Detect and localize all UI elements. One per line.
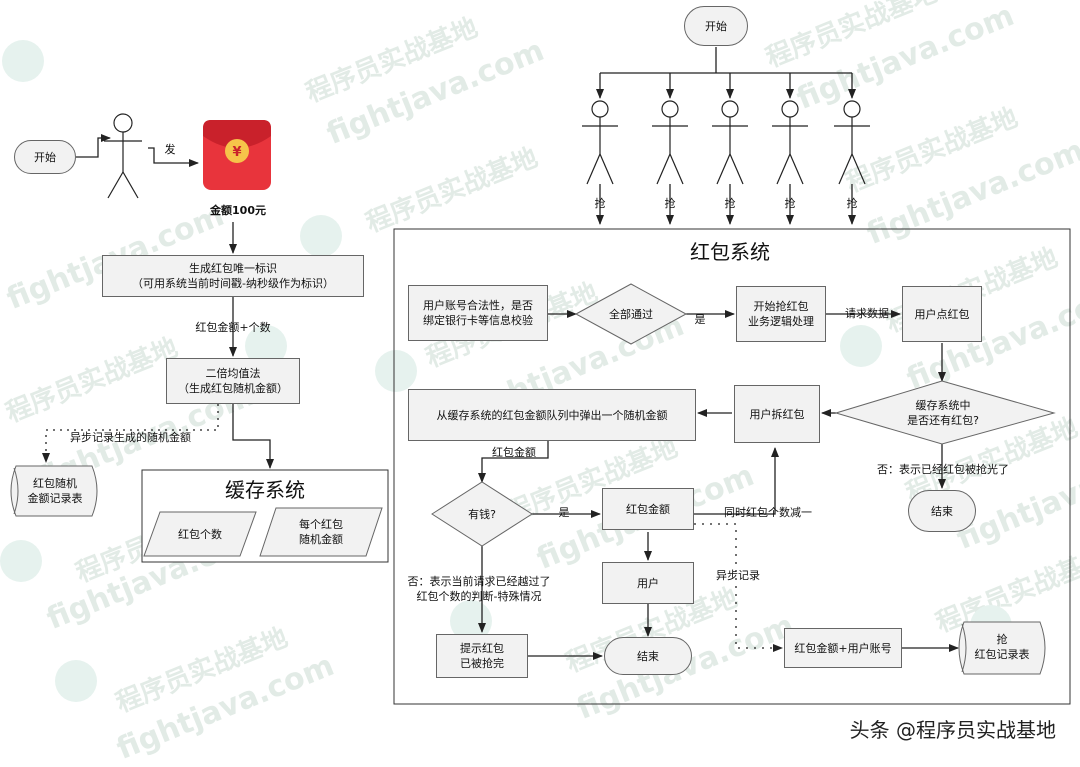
cache-amounts-label: 每个红包 随机金额 <box>299 518 343 546</box>
red-envelope-system-title: 红包系统 <box>690 240 770 264</box>
actor-icons <box>104 100 870 199</box>
record-table-label: 红包随机 金额记录表 <box>27 477 83 505</box>
no-exceeded-label: 否：表示当前请求已经越过了 红包个数的判断-特殊情况 <box>407 575 551 603</box>
all-pass-diamond <box>574 283 688 345</box>
end-1: 结束 <box>908 490 976 532</box>
generate-id-box: 生成红包唯一标识 （可用系统当前时间戳-纳秒级作为标识） <box>102 255 364 297</box>
pop-amount-box: 从缓存系统的红包金额队列中弹出一个随机金额 <box>408 389 696 441</box>
user-box: 用户 <box>602 562 694 604</box>
grab-label: 抢 <box>664 197 676 210</box>
grab-label: 抢 <box>846 197 858 210</box>
grab-record-table-shape <box>958 621 1046 675</box>
has-money-label: 有钱? <box>468 507 496 521</box>
cache-count-shape <box>143 511 257 557</box>
amount-label: 金额100元 <box>210 204 266 217</box>
footer-credit: 头条 @程序员实战基地 <box>849 718 1056 742</box>
cache-has-label: 缓存系统中 是否还有红包? <box>907 399 979 427</box>
amount-box: 红包金额 <box>602 488 694 530</box>
person-icon <box>582 100 618 185</box>
cache-amounts-shape <box>259 507 383 557</box>
person-icon <box>652 100 688 185</box>
user-open-box: 用户拆红包 <box>734 385 820 443</box>
end-2: 结束 <box>604 637 692 675</box>
no-grabbed-label: 否：表示已经红包被抢光了 <box>877 463 1009 476</box>
person-icon <box>834 100 870 185</box>
red-envelope-icon: ¥ <box>203 120 271 190</box>
decrement-label: 同时红包个数减一 <box>724 506 812 519</box>
yes-label: 是 <box>694 313 706 326</box>
cache-system-title: 缓存系统 <box>225 478 305 502</box>
notify-empty-box: 提示红包 已被抢完 <box>436 634 528 678</box>
start-grab-box: 开始抢红包 业务逻辑处理 <box>736 286 826 342</box>
left-start: 开始 <box>14 140 76 174</box>
cache-has-diamond <box>834 380 1056 445</box>
amount-flow-label: 红包金额 <box>492 446 536 459</box>
person-icon <box>712 100 748 185</box>
record-table-shape <box>10 465 98 517</box>
grab-label: 抢 <box>724 197 736 210</box>
cache-count-label: 红包个数 <box>178 527 222 541</box>
send-label: 发 <box>164 143 176 156</box>
grab-record-table-label: 抢 红包记录表 <box>974 633 1030 661</box>
grab-label: 抢 <box>784 197 796 210</box>
all-pass-label: 全部通过 <box>609 307 653 321</box>
user-click-box: 用户点红包 <box>902 286 982 342</box>
async-record-label-right: 异步记录 <box>716 569 760 582</box>
validate-box: 用户账号合法性，是否 绑定银行卡等信息校验 <box>408 285 548 341</box>
grab-label: 抢 <box>594 197 606 210</box>
async-record-label: 异步记录生成的随机金额 <box>70 431 191 444</box>
red-envelope-system-container <box>393 228 1071 705</box>
request-data-label: 请求数据 <box>845 307 889 320</box>
person-icon <box>104 113 142 199</box>
yes-label: 是 <box>558 506 570 519</box>
svg-text:¥: ¥ <box>232 145 241 160</box>
amount-account-box: 红包金额+用户账号 <box>784 628 902 668</box>
right-start: 开始 <box>684 6 748 46</box>
amount-count-label: 红包金额+个数 <box>195 321 271 334</box>
person-icon <box>772 100 808 185</box>
has-money-diamond <box>431 481 533 547</box>
double-mean-box: 二倍均值法 （生成红包随机金额） <box>166 358 300 404</box>
